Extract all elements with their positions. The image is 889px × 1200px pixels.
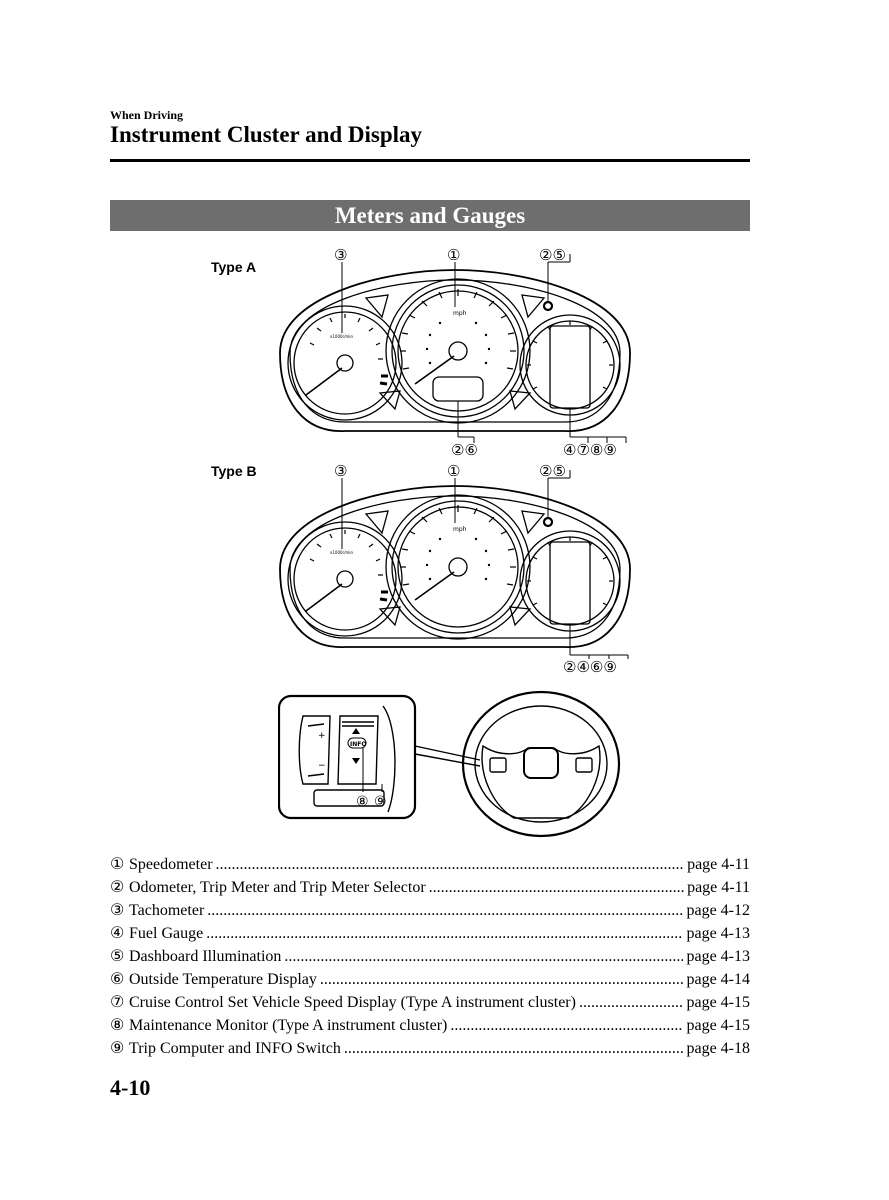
callout-odo-illum-b: ②⑤ [539, 462, 566, 480]
rpm-unit-text: x1000r/min [330, 334, 354, 339]
info-switch-label: INFO [350, 741, 366, 748]
instrument-cluster-type-b: mph x1000r/min ③ ① ②⑤ ②④⑥⑨ [279, 462, 631, 674]
title-rule [110, 159, 750, 162]
callout-fuel-b: ②④⑥⑨ [563, 658, 617, 674]
speed-unit-text-b: mph [453, 526, 467, 533]
svg-text:−: − [318, 761, 326, 771]
page-title: Instrument Cluster and Display [110, 122, 423, 147]
steering-switch-figure: + − INFO ⑧ ⑨ [278, 690, 621, 838]
callout-maintenance: ⑧ [356, 794, 369, 810]
section-banner: Meters and Gauges [110, 200, 750, 231]
speed-unit-text: mph [453, 310, 467, 317]
callout-speedo-b: ① [447, 462, 460, 480]
callout-trip-computer: ⑨ [374, 794, 387, 810]
type-b-label: Type B [211, 463, 257, 479]
type-a-label: Type A [211, 259, 257, 275]
callout-tach-b: ③ [334, 462, 347, 480]
callout-odo-illum: ②⑤ [539, 246, 566, 264]
callout-display-a: ②⑥ [451, 441, 478, 458]
callout-fuel-a: ④⑦⑧⑨ [563, 441, 617, 458]
rpm-unit-text-b: x1000r/min [330, 550, 354, 555]
legend-item: ①Speedometerpage 4-11 [110, 854, 750, 877]
legend-item: ③Tachometerpage 4-12 [110, 900, 750, 923]
section-label: When Driving [110, 108, 184, 122]
callout-tach: ③ [334, 246, 347, 264]
callout-speedo: ① [447, 246, 460, 264]
page-number: 4-10 [110, 1075, 151, 1100]
svg-text:+: + [318, 731, 326, 741]
instrument-cluster-type-a: mph x1000r/min ③ ① ②⑤ ②⑥ ④⑦⑧⑨ [279, 246, 631, 458]
